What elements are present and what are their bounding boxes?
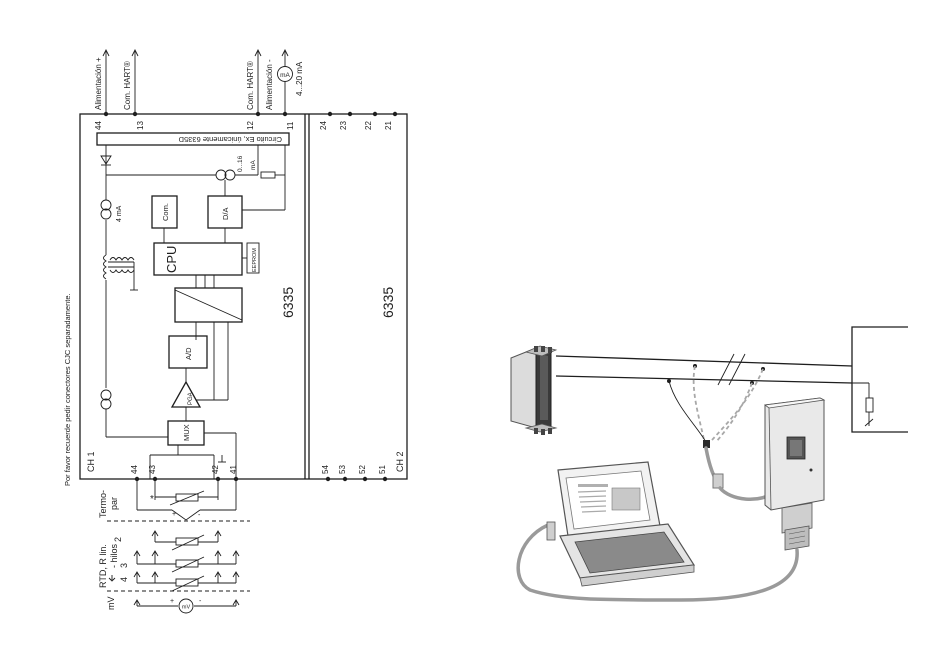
ad-block-label: A/D (184, 347, 193, 360)
terminal-label-top-11: 11 (286, 121, 295, 130)
milliamp-meter-symbol: mA (280, 72, 290, 79)
thermocouple-plus: + (172, 511, 176, 518)
channel-2-label: CH 2 (395, 451, 405, 472)
com-block (151, 195, 178, 229)
channel-1-label: CH 1 (86, 451, 96, 472)
shunt-resistor-icon (260, 171, 276, 179)
pga-block-label: PGA (188, 392, 194, 405)
thermocouple-minus: - (198, 512, 201, 519)
transformer-icon (103, 254, 138, 291)
current-source-icon (100, 199, 112, 211)
loop-current-range: 4...20 mA (295, 61, 304, 96)
hart-label-13: Com. HART® (123, 61, 132, 110)
pga-amplifier (170, 380, 202, 408)
loop-wire-top (555, 355, 853, 367)
thermocouple-label-line2: par (109, 497, 119, 510)
terminal-label-bottom-53: 53 (338, 465, 347, 474)
sensor-connections: Termo- par RTD, R lin. - hilos 2 3 4 mV … (98, 481, 250, 614)
thermocouple-label-line1: Termo- (98, 490, 108, 518)
terminal-label-bottom-41: 41 (229, 465, 238, 474)
cjc-asterisk: * (150, 494, 154, 505)
terminal-label-bottom-54: 54 (321, 465, 330, 474)
serial-cable (516, 523, 799, 602)
wire-count-3: 3 (119, 563, 129, 568)
isolation-block (174, 287, 243, 323)
wire-count-2: 2 (113, 537, 123, 542)
da-block-label: D/A (221, 207, 230, 220)
cjc-note: Por favor recuerde pedir conectores CJC … (63, 293, 72, 486)
cjc-resistor-icon (175, 493, 199, 502)
ad-block (168, 335, 208, 369)
terminal-label-top-23: 23 (339, 121, 348, 130)
mux-block-label: MUX (182, 424, 191, 441)
rtd-2wire-resistor-icon (175, 537, 199, 546)
milliamp-meter-icon (277, 66, 293, 82)
installation-illustration (510, 326, 908, 602)
millivolt-source-symbol: mV (182, 605, 191, 611)
hart-label-12: Com. HART® (246, 61, 255, 110)
load-box (851, 326, 908, 433)
terminal-label-bottom-42: 42 (211, 465, 220, 474)
cpu-block (153, 242, 243, 276)
millivolt-minus: - (199, 598, 202, 605)
hart-clip-icon (703, 440, 710, 448)
bottom-terminal-strip (134, 476, 388, 482)
model-label-ch1: 6335 (280, 287, 296, 318)
terminal-label-top-13: 13 (136, 121, 145, 130)
thermocouple-junction-icon (171, 509, 201, 521)
com-block-label: Com. (161, 203, 170, 221)
terminal-label-top-21: 21 (384, 121, 393, 130)
supply-plus-label: Alimentación + (94, 57, 103, 110)
device-frame (79, 113, 408, 480)
range-0-16-label: 0...16 (237, 155, 244, 172)
block-diagram: 44 13 12 11 24 23 22 21 mA Alimentación … (63, 48, 408, 486)
rtd-label-line2: - hilos (109, 543, 119, 568)
wire-count-4: 4 (119, 577, 129, 582)
terminal-label-top-24: 24 (319, 121, 328, 130)
load-resistor-icon (865, 397, 874, 413)
current-regulator-icon (215, 169, 227, 181)
millivolt-source-icon (178, 598, 194, 614)
millivolt-label: mV (106, 597, 116, 611)
rtd-label-line1: RTD, R lin. (98, 544, 108, 588)
ex-circuit-bar (96, 132, 290, 146)
terminal-label-bottom-44: 44 (130, 465, 139, 474)
current-source-lower-icon (100, 389, 112, 401)
wire-count-arrow-icon (108, 575, 116, 582)
rtd-3wire-resistor-icon (175, 559, 199, 568)
rtd-4wire-resistor-icon (175, 578, 199, 587)
model-label-ch2: 6335 (380, 287, 396, 318)
eeprom-block-label: EEPROM (252, 248, 258, 272)
range-ma-unit: mA (250, 160, 257, 170)
terminal-label-top-22: 22 (364, 121, 373, 130)
supply-minus-label: Alimentación - (265, 59, 274, 110)
loop-wire-bottom (555, 375, 853, 384)
ex-circuit-label: Circuito Ex, únicamente 6335D (178, 135, 282, 144)
transmitter-module (510, 345, 558, 435)
terminal-label-bottom-43: 43 (148, 465, 157, 474)
cpu-block-label: CPU (164, 246, 179, 273)
terminal-label-bottom-52: 52 (358, 465, 367, 474)
terminal-label-top-44: 44 (94, 121, 103, 130)
current-4ma-label: 4 mA (116, 205, 123, 222)
hart-modem (763, 397, 826, 551)
terminal-label-top-12: 12 (246, 121, 255, 130)
diode-icon (100, 155, 112, 165)
terminal-label-bottom-51: 51 (378, 465, 387, 474)
laptop-computer (546, 461, 696, 587)
millivolt-plus: + (170, 598, 174, 605)
